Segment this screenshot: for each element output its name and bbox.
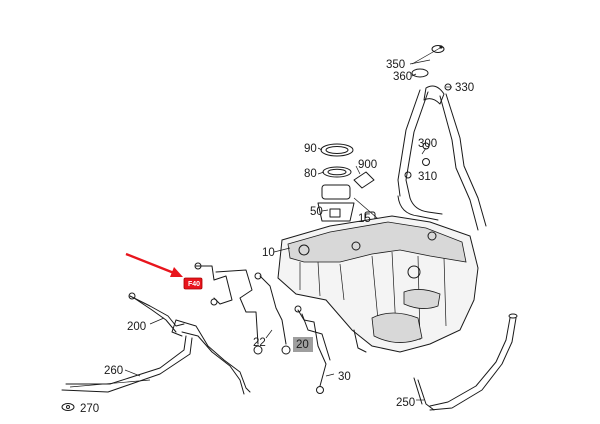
callout-20-highlight xyxy=(293,337,313,352)
marker-badge: F40 xyxy=(183,277,203,290)
callout-900: 900 xyxy=(358,159,377,171)
callout-200: 200 xyxy=(127,321,146,333)
tank-straps xyxy=(413,313,518,411)
callout-300: 300 xyxy=(418,138,437,150)
callout-260: 260 xyxy=(104,365,123,377)
fuel-tank xyxy=(277,215,479,353)
callout-15: 15 xyxy=(358,213,371,225)
callout-20: 20 xyxy=(296,339,309,351)
callout-310: 310 xyxy=(418,171,437,183)
callout-80: 80 xyxy=(304,168,317,180)
pointer-arrow xyxy=(125,252,183,277)
callout-10: 10 xyxy=(262,247,275,259)
callout-350: 350 xyxy=(386,59,405,71)
callout-50: 50 xyxy=(310,206,323,218)
fuel-pump-parts xyxy=(317,143,385,225)
callout-90: 90 xyxy=(304,143,317,155)
marker-badge-label: F40 xyxy=(188,281,200,288)
callout-labels: 350 360 330 300 310 90 80 900 50 15 10 2… xyxy=(80,59,474,415)
fuel-lines xyxy=(194,262,331,394)
callout-250: 250 xyxy=(396,397,415,409)
callout-330: 330 xyxy=(455,82,474,94)
callout-270: 270 xyxy=(80,403,99,415)
leader-lines xyxy=(124,59,452,401)
callout-22: 22 xyxy=(253,337,266,349)
filler-neck-assembly xyxy=(397,45,487,231)
lower-left-lines xyxy=(61,292,251,411)
callout-30: 30 xyxy=(338,371,351,383)
callout-360: 360 xyxy=(393,71,412,83)
